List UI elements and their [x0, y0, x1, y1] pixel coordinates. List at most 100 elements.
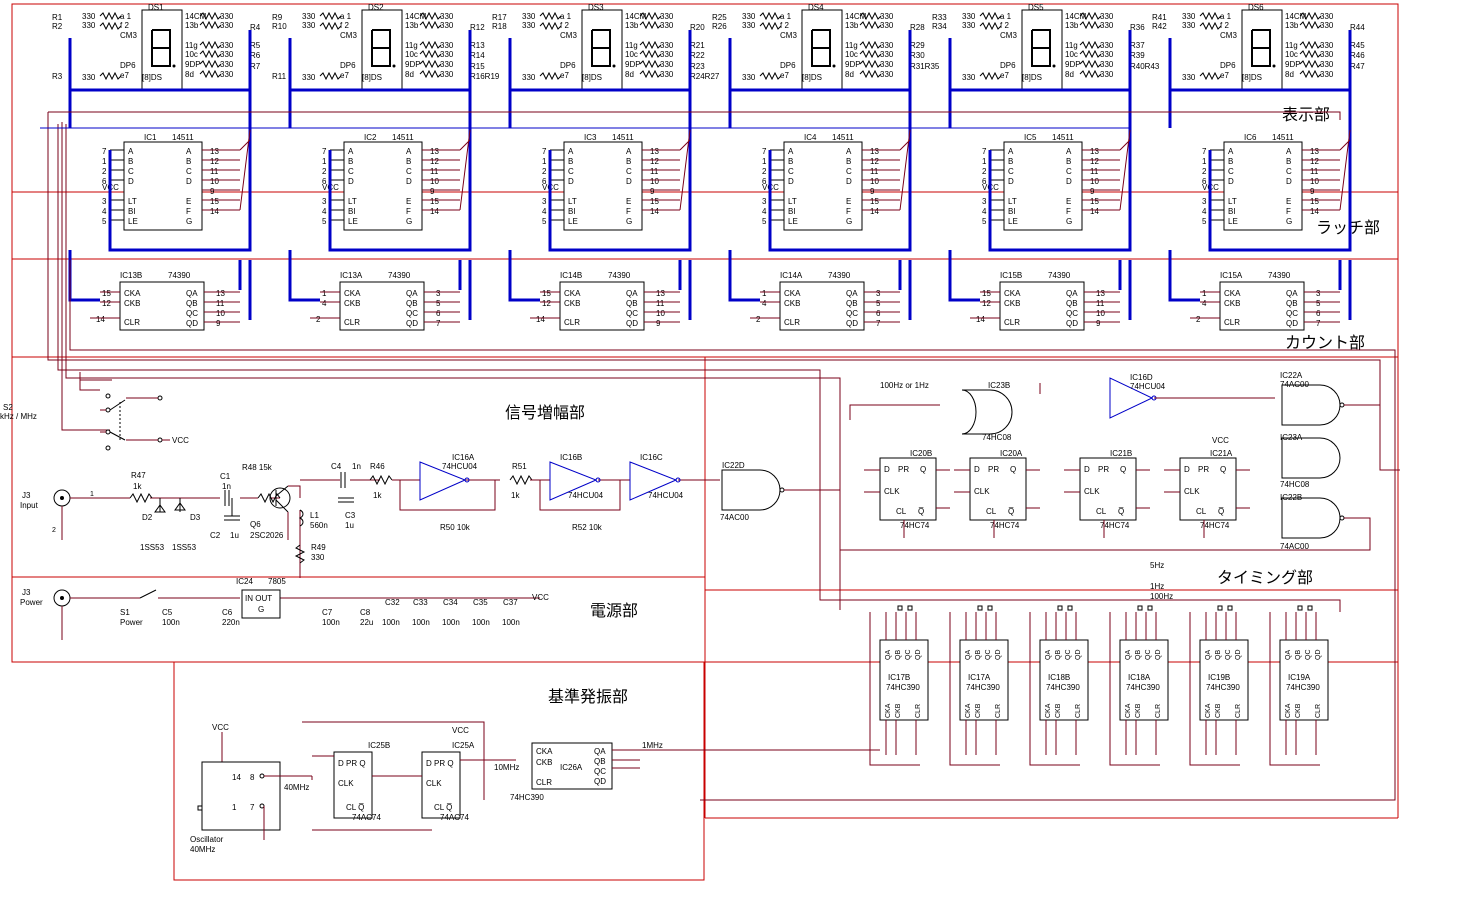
- svg-text:R3: R3: [52, 72, 63, 81]
- svg-text:560n: 560n: [310, 521, 328, 530]
- svg-text:QA: QA: [1066, 289, 1078, 298]
- svg-text:IC19A: IC19A: [1288, 673, 1311, 682]
- svg-text:74390: 74390: [168, 271, 191, 280]
- svg-text:14511: 14511: [1272, 133, 1294, 142]
- svg-text:QC: QC: [1305, 650, 1312, 661]
- svg-text:15: 15: [542, 289, 551, 298]
- svg-text:CKA: CKA: [885, 703, 892, 718]
- svg-text:QC: QC: [846, 309, 858, 318]
- svg-text:14CM: 14CM: [625, 12, 647, 21]
- svg-text:CL: CL: [986, 507, 997, 516]
- svg-text:E: E: [626, 197, 631, 206]
- svg-text:2: 2: [542, 167, 547, 176]
- svg-text:330: 330: [522, 21, 536, 30]
- svg-text:13: 13: [650, 147, 659, 156]
- svg-text:C: C: [846, 167, 852, 176]
- svg-text:a 1: a 1: [560, 12, 572, 21]
- svg-text:QD: QD: [995, 650, 1002, 661]
- svg-text:330: 330: [82, 12, 96, 21]
- svg-text:2: 2: [316, 315, 321, 324]
- svg-text:A: A: [348, 147, 354, 156]
- svg-text:E: E: [1286, 197, 1291, 206]
- svg-text:CL: CL: [1096, 507, 1107, 516]
- svg-text:330: 330: [220, 41, 234, 50]
- svg-text:QA: QA: [885, 650, 892, 660]
- svg-text:14: 14: [1310, 207, 1319, 216]
- svg-text:IC14A: IC14A: [780, 271, 803, 280]
- svg-text:330: 330: [220, 50, 234, 59]
- svg-text:CKB: CKB: [124, 299, 140, 308]
- svg-text:C: C: [1228, 167, 1234, 176]
- svg-text:7: 7: [876, 319, 881, 328]
- svg-text:14511: 14511: [1052, 133, 1074, 142]
- svg-text:LT: LT: [1008, 197, 1017, 206]
- svg-text:IC16C: IC16C: [640, 453, 663, 462]
- svg-text:13b: 13b: [185, 21, 199, 30]
- svg-text:C5: C5: [162, 608, 173, 617]
- svg-text:7: 7: [102, 147, 107, 156]
- svg-text:330: 330: [1182, 21, 1196, 30]
- svg-text:10: 10: [430, 177, 439, 186]
- svg-text:B: B: [1066, 157, 1071, 166]
- svg-text:CKA: CKA: [564, 289, 581, 298]
- svg-text:330: 330: [660, 41, 674, 50]
- svg-text:Q̅: Q̅: [1218, 507, 1224, 516]
- svg-text:IC18A: IC18A: [1128, 673, 1151, 682]
- svg-text:e7: e7: [560, 71, 569, 80]
- svg-text:15: 15: [102, 289, 111, 298]
- svg-text:7: 7: [762, 147, 767, 156]
- svg-text:2: 2: [1196, 315, 1201, 324]
- svg-text:CL: CL: [896, 507, 907, 516]
- svg-text:4: 4: [542, 207, 547, 216]
- svg-text:330: 330: [880, 21, 894, 30]
- svg-text:QA: QA: [594, 747, 606, 756]
- svg-text:14CM: 14CM: [405, 12, 427, 21]
- svg-text:R31R35: R31R35: [910, 62, 940, 71]
- svg-text:14CM: 14CM: [845, 12, 867, 21]
- svg-text:R14: R14: [470, 51, 485, 60]
- svg-text:QB: QB: [406, 299, 418, 308]
- svg-text:1: 1: [232, 803, 237, 812]
- svg-text:C: C: [788, 167, 794, 176]
- svg-text:CLR: CLR: [784, 318, 800, 327]
- svg-text:R50 10k: R50 10k: [440, 523, 471, 532]
- svg-text:R13: R13: [470, 41, 485, 50]
- svg-text:330: 330: [1320, 70, 1334, 79]
- svg-text:R21: R21: [690, 41, 705, 50]
- svg-text:R47: R47: [1350, 62, 1365, 71]
- svg-text:6: 6: [542, 177, 547, 186]
- svg-text:10: 10: [870, 177, 879, 186]
- svg-text:a 1: a 1: [340, 12, 352, 21]
- svg-text:13: 13: [1096, 289, 1105, 298]
- svg-text:QA: QA: [406, 289, 418, 298]
- svg-text:CLR: CLR: [1155, 704, 1162, 718]
- svg-text:R36: R36: [1130, 23, 1145, 32]
- svg-text:CLR: CLR: [564, 318, 580, 327]
- svg-text:f 2: f 2: [560, 21, 569, 30]
- svg-text:E: E: [406, 197, 411, 206]
- svg-text:330: 330: [1100, 60, 1114, 69]
- svg-text:4: 4: [982, 207, 987, 216]
- svg-text:CKA: CKA: [536, 747, 553, 756]
- svg-text:11g: 11g: [845, 41, 858, 50]
- svg-text:IC22A: IC22A: [1280, 371, 1303, 380]
- svg-text:D2: D2: [142, 513, 153, 522]
- svg-text:11g: 11g: [405, 41, 418, 50]
- svg-text:1: 1: [982, 157, 987, 166]
- svg-text:13: 13: [870, 147, 879, 156]
- svg-text:14CM: 14CM: [1065, 12, 1087, 21]
- svg-text:7: 7: [250, 803, 255, 812]
- svg-text:D PR Q: D PR Q: [338, 759, 366, 768]
- svg-text:CLR: CLR: [1224, 318, 1240, 327]
- svg-text:VCC: VCC: [452, 726, 469, 735]
- svg-text:13b: 13b: [405, 21, 419, 30]
- svg-text:LT: LT: [568, 197, 577, 206]
- svg-text:B: B: [1286, 157, 1291, 166]
- svg-text:QD: QD: [626, 319, 638, 328]
- svg-text:330: 330: [1100, 50, 1114, 59]
- svg-text:IC21B: IC21B: [1110, 449, 1132, 458]
- svg-text:12: 12: [870, 157, 879, 166]
- svg-text:11g: 11g: [1065, 41, 1078, 50]
